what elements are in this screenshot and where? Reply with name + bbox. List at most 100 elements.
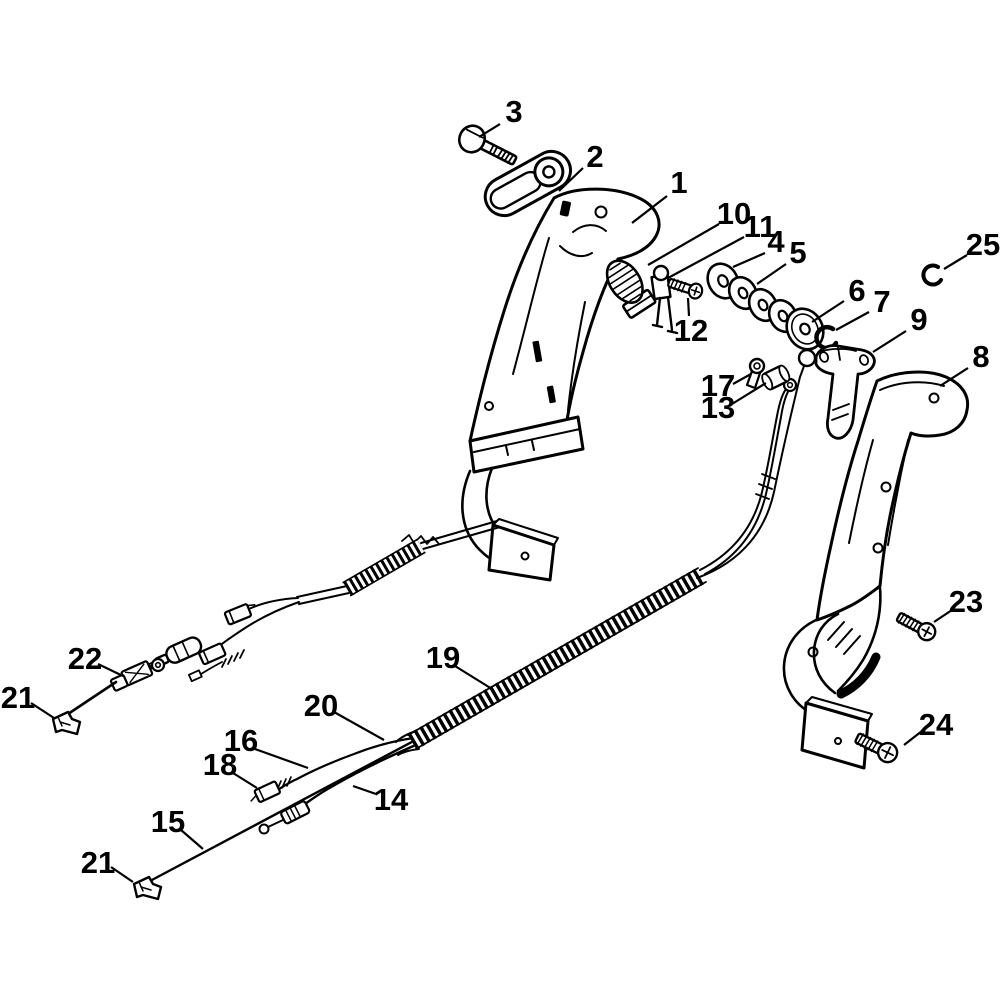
part-label-15: 15 <box>151 804 185 839</box>
harness-coil-sleeve <box>343 539 425 596</box>
part-label-13: 13 <box>701 390 735 425</box>
part-label-22: 22 <box>68 641 102 676</box>
mount-block <box>800 701 870 770</box>
part-23-screw <box>895 612 937 642</box>
mount-block <box>487 523 556 582</box>
harness-curl-wire <box>401 534 440 545</box>
leader-line-8 <box>939 367 969 387</box>
leader-line-11 <box>667 236 745 279</box>
part-label-10: 10 <box>717 196 751 231</box>
pivot-hole <box>594 205 608 219</box>
part-25-c-clip <box>921 263 943 287</box>
leader-line-17 <box>732 373 752 385</box>
eyelet <box>150 657 166 673</box>
leader-lines <box>30 123 969 883</box>
guard-shading <box>836 652 881 699</box>
leader-line-14 <box>352 784 377 796</box>
throttle-rod <box>696 365 805 579</box>
leader-line-16 <box>254 747 309 770</box>
leader-line-9 <box>872 330 907 353</box>
leader-line-21-lower <box>110 866 134 883</box>
part-19-coiled-loom <box>407 567 707 750</box>
part-label-9: 9 <box>910 302 927 337</box>
cable-adjuster <box>280 800 311 825</box>
part-label-5: 5 <box>789 235 806 270</box>
part-label-17: 17 <box>701 368 735 403</box>
leader-line-15 <box>180 829 204 850</box>
leader-line-7 <box>835 311 870 331</box>
part-11-retainer-clip <box>650 264 679 335</box>
part-label-23: 23 <box>949 584 983 619</box>
part-2-pivot-link <box>483 149 572 218</box>
coil-windings <box>407 567 707 750</box>
leader-line-18 <box>232 772 258 789</box>
part-label-14: 14 <box>374 782 409 817</box>
hand-guard-inner <box>812 612 840 695</box>
part-label-6: 6 <box>848 273 865 308</box>
part-12-screw <box>667 278 704 300</box>
leader-line-1 <box>631 195 668 224</box>
part-13-bushing <box>761 364 791 391</box>
part-21-terminal-upper <box>51 710 82 736</box>
part-label-25: 25 <box>966 227 1000 262</box>
part-label-12: 12 <box>674 313 708 348</box>
part-20-cable-junction <box>395 730 420 756</box>
spade-connector-b <box>198 642 227 666</box>
part-9-throttle-trigger <box>814 344 876 440</box>
part-label-24: 24 <box>919 707 954 742</box>
part-label-19: 19 <box>426 640 460 675</box>
part-17-cable-eyelet <box>745 357 766 390</box>
part-label-20: 20 <box>304 688 338 723</box>
leader-line-12 <box>686 297 691 317</box>
part-22-wire-lead <box>60 657 166 720</box>
wiring-harness <box>148 520 501 683</box>
leader-line-21-upper <box>30 702 55 719</box>
leader-line-10 <box>647 223 720 266</box>
leader-line-2 <box>558 167 584 192</box>
part-10-thumb-button <box>605 259 657 319</box>
wire <box>60 680 118 720</box>
harness-wires-right <box>420 520 501 550</box>
cable-end-ball <box>258 823 270 835</box>
leader-line-5 <box>756 263 787 285</box>
leader-line-13 <box>731 382 767 405</box>
leader-line-22 <box>97 663 124 677</box>
spade-connector-a <box>223 603 256 626</box>
part-labels: 3 2 1 10 11 4 5 12 6 7 25 9 8 17 13 22 2… <box>1 94 1000 880</box>
part-14-throttle-cable <box>258 742 420 835</box>
leader-line-4 <box>732 251 766 269</box>
part-label-1: 1 <box>670 165 687 200</box>
cable-bundle-upper <box>696 348 817 579</box>
part-24-screw <box>854 732 899 764</box>
part-6-washer-large <box>785 307 825 351</box>
part-21-terminal-lower <box>132 875 163 901</box>
leader-line-24 <box>903 730 923 746</box>
part-label-2: 2 <box>586 139 603 174</box>
part-label-21-lower: 21 <box>81 845 115 880</box>
handle-base-flange <box>468 415 585 474</box>
hand-guard-outer <box>782 618 818 715</box>
leader-line-25 <box>943 254 968 270</box>
part-3-bolt <box>457 124 518 166</box>
wire-ferrule <box>187 669 203 683</box>
leader-line-23 <box>933 609 953 623</box>
part-1-handle-housing-left <box>461 187 661 582</box>
leader-line-3 <box>478 123 501 138</box>
wire-spring <box>221 649 245 668</box>
part-label-18: 18 <box>203 747 237 782</box>
part-label-3: 3 <box>505 94 522 129</box>
part-label-16: 16 <box>224 723 258 758</box>
leader-line-20 <box>333 711 385 741</box>
part-label-8: 8 <box>972 339 989 374</box>
cable-sleeve <box>755 473 776 500</box>
part-label-4: 4 <box>767 224 785 259</box>
rod-end-ball <box>797 348 817 368</box>
part-label-21-upper: 21 <box>1 680 35 715</box>
part-label-11: 11 <box>744 209 777 244</box>
part-8-handle-housing-right <box>782 370 970 770</box>
button-ribs <box>608 262 642 302</box>
part-label-7: 7 <box>873 284 890 319</box>
leader-line-6 <box>811 300 845 323</box>
part-5-washer-stack <box>727 275 799 334</box>
